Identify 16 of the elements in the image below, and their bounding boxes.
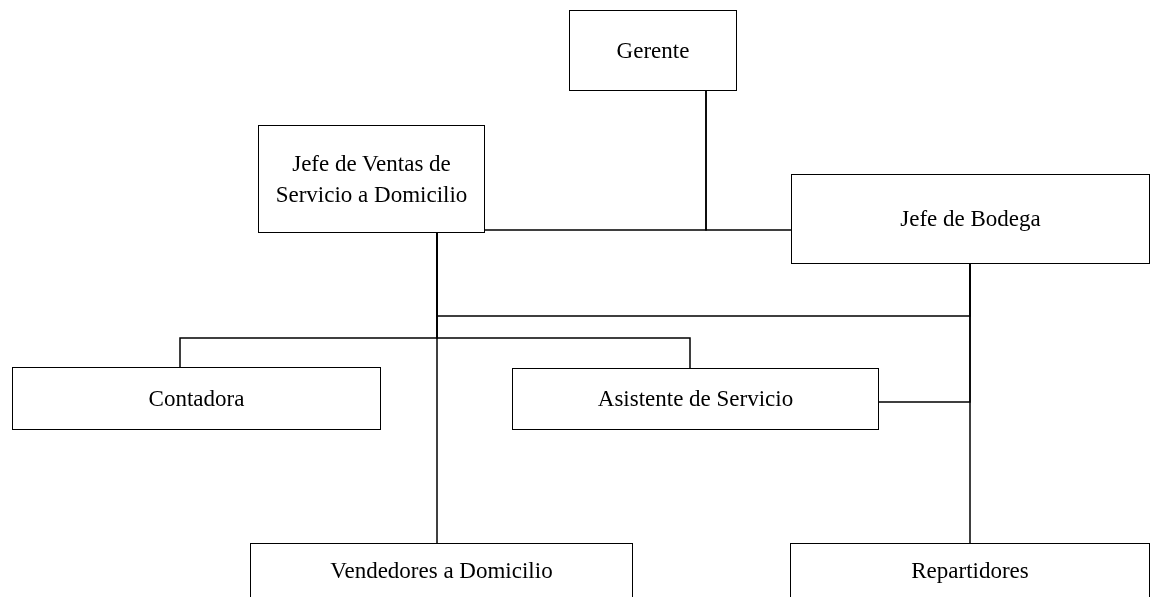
role-title: Jefe de Bodega — [900, 205, 1041, 234]
org-box — [250, 543, 633, 597]
org-box — [258, 125, 485, 233]
org-box — [569, 10, 737, 91]
role-title: Gerente — [616, 36, 690, 65]
role-title: Asistente de Servicio — [597, 385, 794, 414]
org-box — [790, 543, 1150, 597]
role-title: Vendedores a Domicilio — [330, 556, 553, 585]
role-title: Contadora — [148, 384, 245, 413]
connector-line — [705, 90, 792, 231]
role-title: Jefe de Ventas de Servicio a Domicilio — [274, 149, 469, 209]
connector-line — [969, 263, 971, 544]
role-title: Repartidores — [911, 556, 1029, 585]
org-box — [512, 368, 879, 430]
org-box — [791, 174, 1150, 264]
org-box — [12, 367, 381, 430]
